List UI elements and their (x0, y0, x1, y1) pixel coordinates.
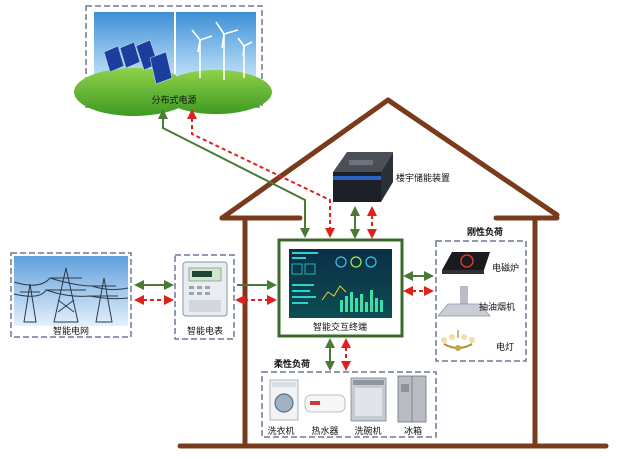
rigid-loads-title: 刚性负荷 (467, 226, 503, 238)
storage-label: 楼宇储能装置 (396, 172, 450, 184)
info-flow-source-terminal (187, 109, 335, 238)
flexible-loads-title: 柔性负荷 (273, 358, 310, 370)
induction-cooker-icon (442, 252, 490, 274)
chandelier-icon (441, 330, 475, 351)
water-heater-icon (304, 394, 346, 413)
distributed-source-label: 分布式电源 (151, 94, 196, 106)
flexible-load-label-4: 冰箱 (404, 425, 422, 437)
flexible-loads-box: 柔性负荷 洗衣机 热水器 洗碗机 冰箱 (261, 358, 437, 438)
info-flows (134, 109, 434, 371)
distributed-source-box: 分布式电源 (74, 5, 272, 116)
battery-icon (333, 152, 393, 202)
terminal-box: 智能交互终端 (277, 238, 404, 338)
refrigerator-icon (397, 375, 427, 423)
meter-icon (182, 261, 228, 317)
range-hood-icon (437, 286, 491, 317)
smart-meter-label: 智能电表 (187, 325, 223, 337)
smart-grid-box: 智能电网 (10, 252, 132, 338)
smart-grid-label: 智能电网 (53, 325, 89, 337)
storage-device: 楼宇储能装置 (333, 152, 450, 202)
flexible-load-label-2: 热水器 (311, 425, 338, 437)
roof-right (385, 97, 560, 218)
flexible-load-label-3: 洗碗机 (354, 425, 381, 437)
rigid-loads-box: 刚性负荷 电磁炉 抽油烟机 电灯 (435, 226, 527, 362)
rigid-load-label-3: 电灯 (496, 341, 514, 353)
rigid-load-label-2: 抽油烟机 (479, 301, 515, 313)
solar-panel-image (74, 12, 194, 116)
rigid-load-label-1: 电磁炉 (492, 262, 519, 274)
terminal-label: 智能交互终端 (313, 321, 367, 333)
dishwasher-icon (350, 377, 387, 422)
wind-turbine-image (160, 12, 272, 114)
terminal-screen (289, 249, 392, 318)
flexible-load-label-1: 洗衣机 (267, 425, 294, 437)
smart-meter-box: 智能电表 (174, 254, 235, 340)
washing-machine-icon (269, 379, 299, 421)
